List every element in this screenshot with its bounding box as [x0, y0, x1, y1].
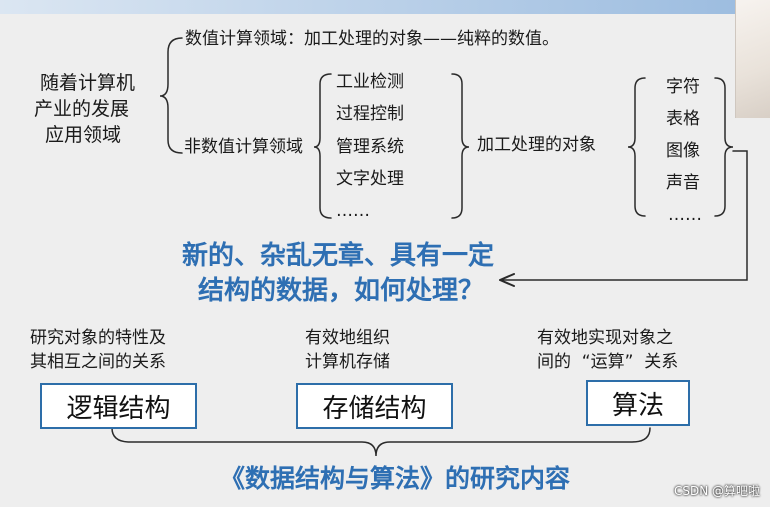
- bottom-brace: [111, 427, 651, 457]
- logic-description-line-2: 其相互之间的关系: [30, 352, 166, 372]
- logic-structure-box: 逻辑结构: [40, 383, 197, 429]
- algorithm-description-line-1: 有效地实现对象之: [537, 328, 673, 348]
- presenter-camera-overlay: [735, 0, 770, 118]
- storage-description-line-2: 计算机存储: [305, 352, 390, 372]
- field-item: 文字处理: [336, 169, 404, 189]
- object-item: 图像: [666, 141, 700, 161]
- algorithm-description-line-2: 间的 “运算” 关系: [537, 352, 679, 372]
- slide-top-bar: [0, 0, 735, 14]
- storage-description-line-1: 有效地组织: [305, 328, 390, 348]
- research-content-footer: 《数据结构与算法》的研究内容: [220, 464, 571, 493]
- object-item: 表格: [666, 109, 700, 129]
- field-item: 过程控制: [336, 104, 404, 124]
- algorithm-box: 算法: [586, 380, 690, 426]
- objects-close-bracket: [714, 77, 734, 217]
- arrow-line: [499, 150, 748, 281]
- field-item: 工业检测: [336, 72, 404, 92]
- question-line-2: 结构的数据，如何处理？: [198, 276, 485, 306]
- app-domain-title-line-1: 随着计算机: [40, 72, 136, 94]
- object-item: 字符: [666, 77, 700, 97]
- object-item: 声音: [666, 173, 700, 193]
- objects-open-brace: [627, 77, 646, 217]
- logic-description-line-1: 研究对象的特性及: [30, 328, 166, 348]
- object-item: ……: [668, 205, 702, 225]
- processing-objects-label: 加工处理的对象: [477, 135, 596, 155]
- arrow-head: [499, 273, 515, 287]
- app-domain-title-line-2: 产业的发展: [34, 98, 130, 120]
- field-item: 管理系统: [336, 137, 404, 157]
- non-numeric-computing-label: 非数值计算领域: [184, 137, 303, 157]
- csdn-watermark: CSDN @算吧啦: [673, 484, 760, 498]
- fields-brace: [313, 73, 332, 219]
- storage-structure-box: 存储结构: [296, 383, 453, 429]
- question-line-1: 新的、杂乱无章、具有一定: [182, 241, 495, 271]
- app-domain-title-line-3: 应用领域: [45, 124, 122, 146]
- left-brace: [159, 37, 183, 154]
- fields-close-bracket: [451, 73, 470, 219]
- numeric-computing-line: 数值计算领域：加工处理的对象——纯粹的数值。: [185, 29, 559, 49]
- field-item: ……: [336, 201, 370, 221]
